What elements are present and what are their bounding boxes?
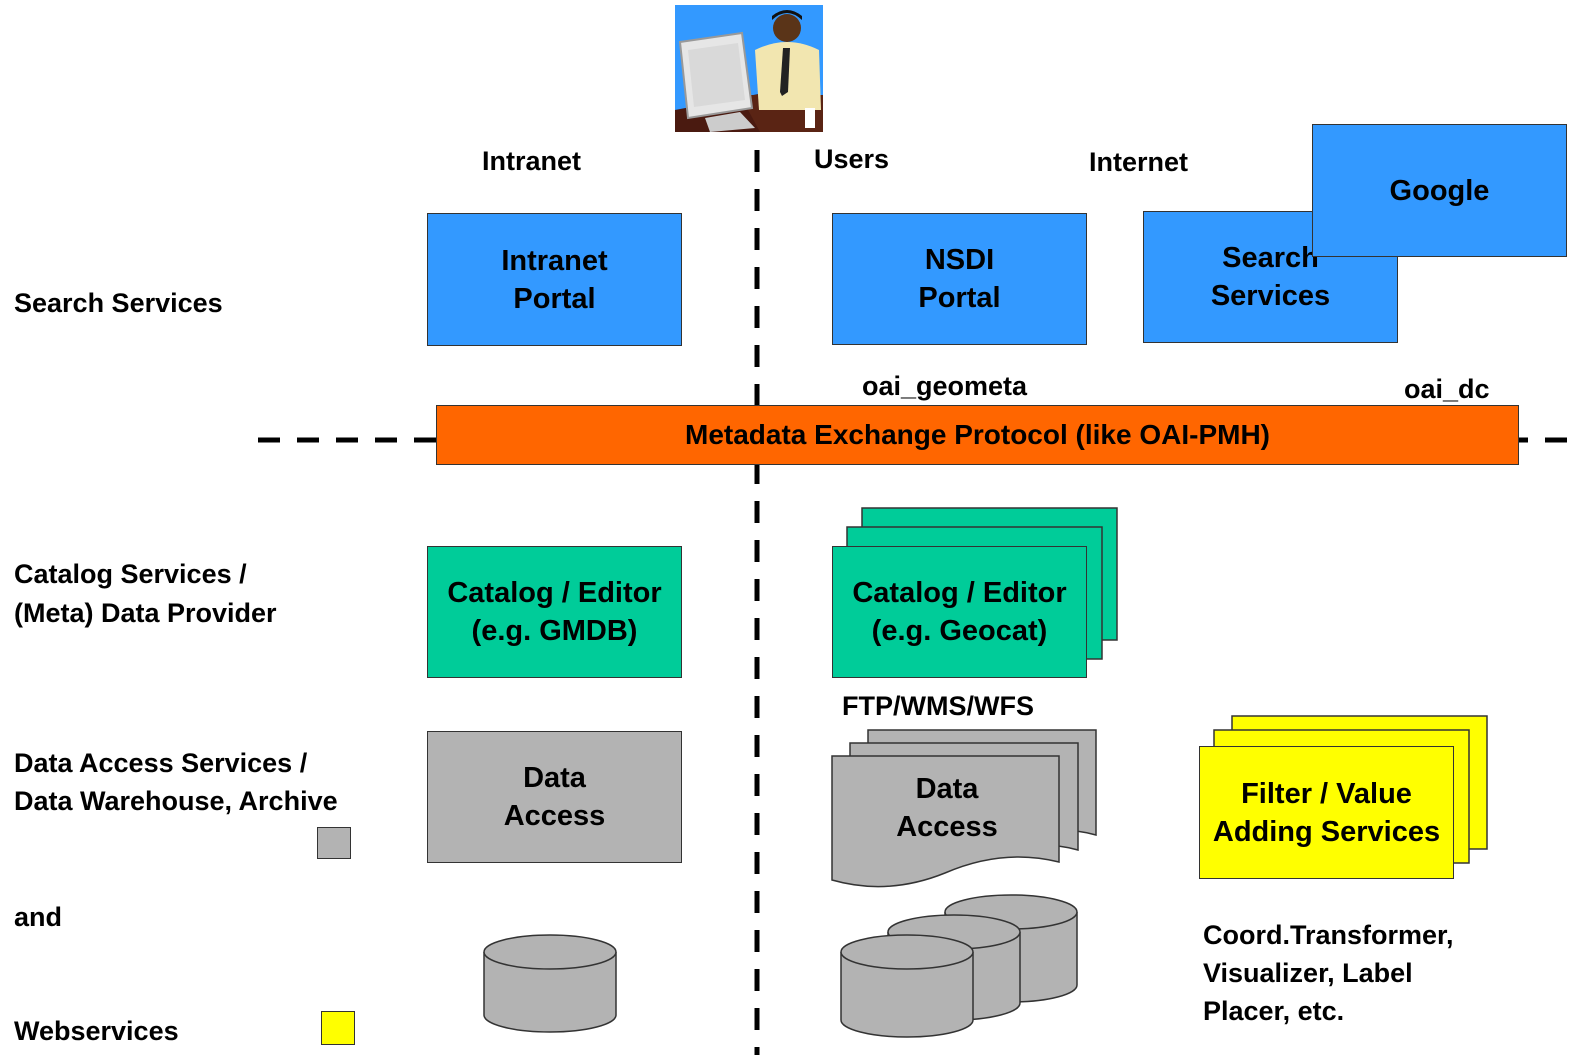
intranet-portal-box: Intranet Portal — [427, 213, 682, 346]
filter-services-line2: Adding Services — [1212, 815, 1441, 848]
tools-line1: Coord.Transformer, — [1203, 920, 1454, 950]
catalog-geocat-box: Catalog / Editor (e.g. Geocat) — [832, 546, 1087, 678]
row-label-catalog-line1: Catalog Services / — [14, 559, 247, 589]
row-label-search-services: Search Services — [14, 288, 223, 318]
catalog-gmdb-line1: Catalog / Editor — [447, 577, 662, 609]
row-label-catalog-line2: (Meta) Data Provider — [14, 598, 277, 628]
database-right-front-icon — [840, 934, 974, 1038]
data-access-right-label: Data Access — [832, 770, 1062, 846]
data-access-left-line2: Access — [503, 800, 606, 832]
metadata-exchange-protocol-bar: Metadata Exchange Protocol (like OAI-PMH… — [436, 405, 1519, 465]
google-box: Google — [1312, 124, 1567, 257]
tools-line3: Placer, etc. — [1203, 996, 1345, 1026]
search-services-line2: Services — [1210, 280, 1331, 312]
data-access-right-line2: Access — [896, 811, 998, 843]
catalog-gmdb-box: Catalog / Editor (e.g. GMDB) — [427, 546, 682, 678]
legend-yellow-swatch — [321, 1011, 355, 1045]
row-label-data-access-line2: Data Warehouse, Archive — [14, 786, 338, 816]
zone-intranet-label: Intranet — [482, 146, 582, 176]
intranet-portal-line1: Intranet — [501, 244, 608, 277]
zone-users-label: Users — [814, 144, 890, 174]
google-label: Google — [1389, 174, 1490, 207]
data-doc-front — [831, 755, 1060, 888]
legend-gray-swatch — [317, 827, 351, 859]
filter-services-line1: Filter / Value — [1241, 777, 1412, 810]
nsdi-portal-box: NSDI Portal — [832, 213, 1087, 345]
user-at-computer-icon — [675, 5, 823, 132]
zone-internet-label: Internet — [1089, 147, 1189, 177]
nsdi-portal-line2: Portal — [918, 282, 1001, 314]
search-services-line1: Search — [1222, 242, 1319, 274]
intranet-portal-line2: Portal — [513, 282, 596, 315]
catalog-gmdb-line2: (e.g. GMDB) — [471, 615, 638, 647]
data-access-left-line1: Data — [523, 762, 586, 794]
nsdi-portal-line1: NSDI — [924, 244, 995, 276]
ftp-wms-wfs-label: FTP/WMS/WFS — [842, 691, 1034, 721]
catalog-geocat-line2: (e.g. Geocat) — [871, 615, 1048, 647]
data-access-right-line1: Data — [915, 773, 979, 805]
row-label-data-access-line1: Data Access Services / — [14, 748, 308, 778]
oai-dc-label: oai_dc — [1404, 374, 1490, 404]
data-access-left-box: Data Access — [427, 731, 682, 863]
oai-geometa-label: oai_geometa — [862, 371, 1028, 401]
tools-line2: Visualizer, Label — [1203, 958, 1413, 988]
row-label-and: and — [14, 902, 63, 932]
row-label-webservices: Webservices — [14, 1016, 179, 1046]
catalog-geocat-line1: Catalog / Editor — [852, 577, 1067, 609]
filter-value-adding-services-box: Filter / Value Adding Services — [1199, 746, 1454, 879]
database-left-icon — [483, 934, 617, 1033]
protocol-bar-label: Metadata Exchange Protocol (like OAI-PMH… — [685, 419, 1270, 450]
